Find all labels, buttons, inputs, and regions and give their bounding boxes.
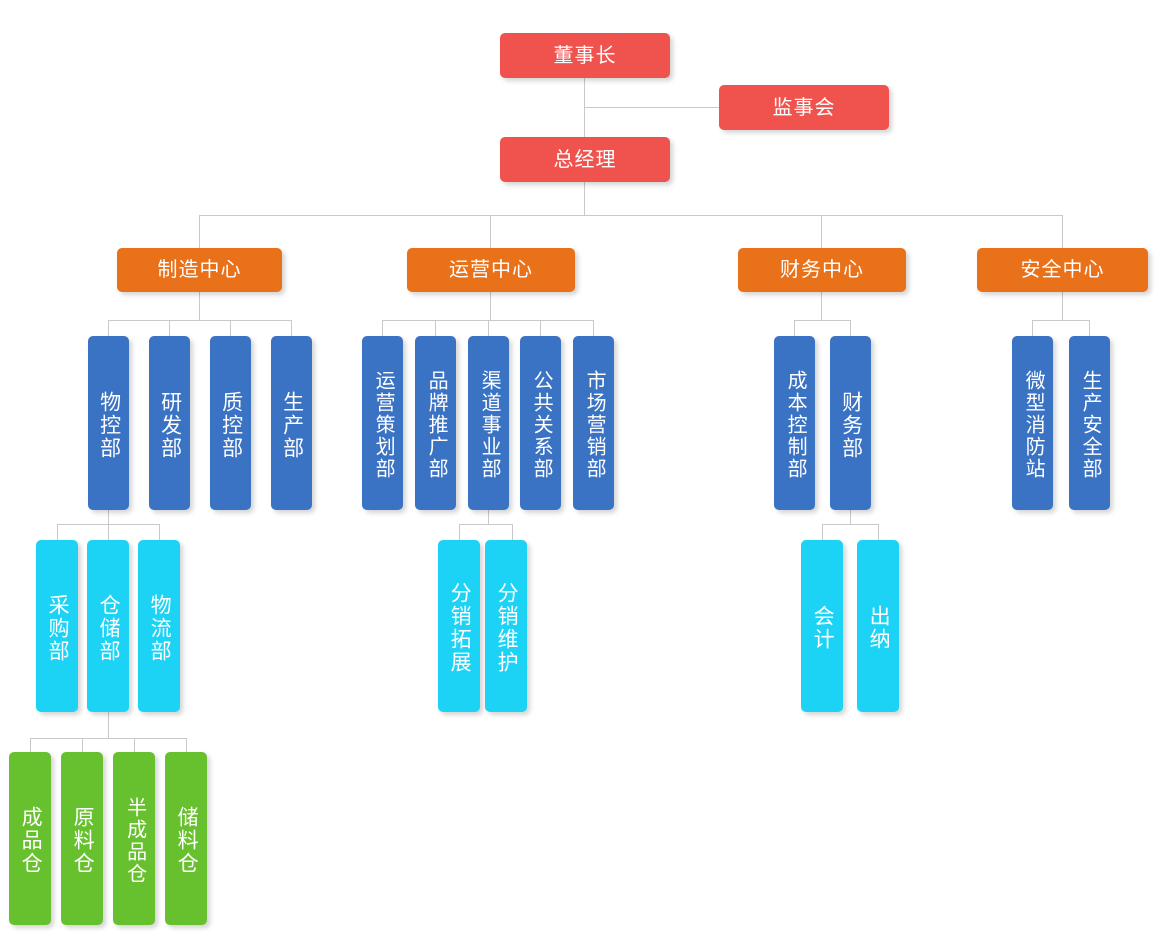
connector-ops-to-dept-3: [488, 320, 489, 336]
connector-warehouse-to-4: [186, 738, 187, 752]
connector-channel-to-sub-1: [459, 524, 460, 540]
connector-mfg-to-dept-3: [230, 320, 231, 336]
node-dept-material-control[interactable]: 物控部: [88, 336, 129, 510]
node-center-finance[interactable]: 财务中心: [738, 248, 906, 292]
node-subdept-accounting[interactable]: 会计: [801, 540, 843, 712]
connector-warehouse-to-3: [134, 738, 135, 752]
connector-gm-stem: [584, 182, 585, 215]
node-dept-cost-control[interactable]: 成本控制部: [774, 336, 815, 510]
connector-ops-to-dept-4: [540, 320, 541, 336]
connector-fin-stem: [821, 292, 822, 320]
connector-fin-to-dept-2: [850, 320, 851, 336]
connector-wuhkong-to-sub-2: [108, 524, 109, 540]
node-dept-channel-business[interactable]: 渠道事业部: [468, 336, 509, 510]
node-center-safety[interactable]: 安全中心: [977, 248, 1148, 292]
connector-mfg-stem: [199, 292, 200, 320]
node-warehouse-semi-finished[interactable]: 半成品仓: [113, 752, 155, 925]
node-dept-production[interactable]: 生产部: [271, 336, 312, 510]
node-dept-public-relations[interactable]: 公共关系部: [520, 336, 561, 510]
connector-warehouse-to-1: [30, 738, 31, 752]
node-dept-production-safety[interactable]: 生产安全部: [1069, 336, 1110, 510]
connector-wuhkong-stem: [108, 510, 109, 524]
connector-fin-to-dept-1: [794, 320, 795, 336]
connector-channel-to-sub-2: [512, 524, 513, 540]
connector-chairman-to-supervisor: [584, 107, 719, 108]
connector-channel-bus: [459, 524, 512, 525]
connector-caiwu-bus: [822, 524, 878, 525]
connector-safety-stem: [1062, 292, 1063, 320]
connector-ops-bus: [382, 320, 593, 321]
node-warehouse-storage-material[interactable]: 储料仓: [165, 752, 207, 925]
connector-bus-to-center-1: [199, 215, 200, 248]
node-dept-operations-planning[interactable]: 运营策划部: [362, 336, 403, 510]
connector-caiwu-to-sub-1: [822, 524, 823, 540]
connector-ops-to-dept-2: [435, 320, 436, 336]
node-subdept-purchasing[interactable]: 采购部: [36, 540, 78, 712]
connector-ops-to-dept-5: [593, 320, 594, 336]
node-dept-marketing[interactable]: 市场营销部: [573, 336, 614, 510]
connector-bus-to-center-2: [490, 215, 491, 248]
connector-channel-stem: [488, 510, 489, 524]
connector-centers-bus: [199, 215, 1063, 216]
connector-ops-stem: [490, 292, 491, 320]
connector-wuhkong-to-sub-1: [57, 524, 58, 540]
connector-wuhkong-to-sub-3: [159, 524, 160, 540]
node-subdept-warehousing[interactable]: 仓储部: [87, 540, 129, 712]
connector-mfg-to-dept-1: [108, 320, 109, 336]
connector-warehouse-to-2: [82, 738, 83, 752]
node-warehouse-raw-material[interactable]: 原料仓: [61, 752, 103, 925]
connector-warehouse-stem: [108, 712, 109, 738]
connector-caiwu-to-sub-2: [878, 524, 879, 540]
node-subdept-distribution-maintenance[interactable]: 分销维护: [485, 540, 527, 712]
node-subdept-cashier[interactable]: 出纳: [857, 540, 899, 712]
node-subdept-logistics[interactable]: 物流部: [138, 540, 180, 712]
connector-safety-to-dept-2: [1089, 320, 1090, 336]
node-dept-micro-fire-station[interactable]: 微型消防站: [1012, 336, 1053, 510]
connector-bus-to-center-3: [821, 215, 822, 248]
connector-safety-to-dept-1: [1032, 320, 1033, 336]
connector-mfg-bus: [108, 320, 292, 321]
node-subdept-distribution-expansion[interactable]: 分销拓展: [438, 540, 480, 712]
node-center-manufacturing[interactable]: 制造中心: [117, 248, 282, 292]
connector-ops-to-dept-1: [382, 320, 383, 336]
connector-mfg-to-dept-2: [169, 320, 170, 336]
node-dept-research-development[interactable]: 研发部: [149, 336, 190, 510]
connector-fin-bus: [794, 320, 850, 321]
connector-safety-bus: [1032, 320, 1089, 321]
connector-bus-to-center-4: [1062, 215, 1063, 248]
node-dept-brand-promotion[interactable]: 品牌推广部: [415, 336, 456, 510]
connector-warehouse-bus: [30, 738, 186, 739]
node-dept-quality-control[interactable]: 质控部: [210, 336, 251, 510]
node-dept-finance[interactable]: 财务部: [830, 336, 871, 510]
connector-caiwu-stem: [850, 510, 851, 524]
node-supervisor-board[interactable]: 监事会: [719, 85, 889, 130]
node-center-operations[interactable]: 运营中心: [407, 248, 575, 292]
node-chairman[interactable]: 董事长: [500, 33, 670, 78]
connector-mfg-to-dept-4: [291, 320, 292, 336]
node-general-manager[interactable]: 总经理: [500, 137, 670, 182]
node-warehouse-finished-goods[interactable]: 成品仓: [9, 752, 51, 925]
